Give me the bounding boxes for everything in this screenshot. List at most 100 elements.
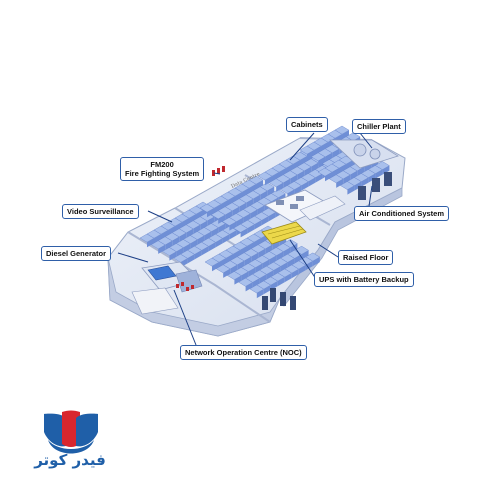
rack-side xyxy=(214,204,221,214)
rack-side xyxy=(312,257,320,267)
rack-side xyxy=(254,238,261,248)
rack-side xyxy=(208,242,216,252)
ups-battery-block xyxy=(261,221,307,245)
rack-side xyxy=(304,166,312,176)
rack-side xyxy=(318,156,326,166)
rack-side xyxy=(230,264,238,274)
label-cabinets: Cabinets xyxy=(286,117,328,132)
fm200-cylinders xyxy=(212,166,225,176)
rack-side xyxy=(233,250,240,260)
label-air-conditioned-system: Air Conditioned System xyxy=(354,206,450,221)
rack-side xyxy=(249,184,256,194)
rack-side xyxy=(300,156,307,166)
rack-side xyxy=(256,180,263,190)
rack-side xyxy=(241,271,249,281)
rack-side xyxy=(229,221,237,231)
label-fm200-line2: Fire Fighting System xyxy=(125,169,200,178)
rack-top xyxy=(271,189,286,198)
rack-side xyxy=(332,168,339,178)
leader-video-surveillance xyxy=(147,210,173,223)
rack-side xyxy=(165,240,173,250)
rack-side xyxy=(346,160,353,170)
rack-side xyxy=(286,164,293,174)
rack-side xyxy=(287,258,295,268)
rack-side xyxy=(272,172,279,182)
rack-side xyxy=(314,146,321,156)
label-air-conditioned-system-text: Air Conditioned System xyxy=(359,209,445,218)
rack-side xyxy=(176,247,184,257)
rack-side xyxy=(332,148,340,158)
noc-console-red xyxy=(176,282,194,291)
rack-side xyxy=(207,216,215,226)
leader-lines xyxy=(117,132,373,346)
rack-side xyxy=(307,150,314,160)
rack-side xyxy=(250,209,258,219)
rack-side xyxy=(301,181,309,191)
rack-side xyxy=(215,238,223,248)
rack-top xyxy=(305,252,321,262)
rack-side xyxy=(247,242,254,252)
rack-side xyxy=(175,222,182,232)
rack-side xyxy=(265,176,272,186)
rack-top xyxy=(375,161,390,170)
rack-side xyxy=(259,274,267,284)
rack-side xyxy=(321,142,328,152)
rack-side xyxy=(294,185,302,195)
label-ups-text: UPS with Battery Backup xyxy=(319,275,409,284)
rack-side xyxy=(293,160,300,170)
rack-side xyxy=(248,267,256,277)
label-cabinets-text: Cabinets xyxy=(291,120,323,129)
label-fm200-line1: FM200 xyxy=(150,160,174,169)
rack-side xyxy=(239,202,247,212)
rack-side xyxy=(375,169,383,179)
rack-side xyxy=(258,248,266,258)
rack-side xyxy=(211,227,219,237)
rack-side xyxy=(361,177,369,187)
rack-side xyxy=(189,214,196,224)
rack-side xyxy=(161,230,168,240)
rack-side xyxy=(297,170,305,180)
logo-right-petal xyxy=(76,413,98,447)
rack-side xyxy=(266,270,274,280)
label-diesel-generator-text: Diesel Generator xyxy=(46,249,107,258)
label-noc: Network Operation Centre (NOC) xyxy=(180,345,307,360)
rack-side xyxy=(229,230,237,240)
rack-side xyxy=(256,289,264,299)
rack-side xyxy=(273,266,281,276)
rack-side xyxy=(251,252,259,262)
rack-side xyxy=(221,200,228,210)
rack-side xyxy=(218,223,226,233)
rack-side xyxy=(315,173,323,183)
label-video-surveillance: Video Surveillance xyxy=(62,204,139,219)
rack-side xyxy=(276,251,284,261)
logo-left-petal xyxy=(44,413,66,447)
rack-side xyxy=(301,250,309,260)
rack-side xyxy=(280,262,288,272)
rack-side xyxy=(158,244,166,254)
label-fm200: FM200 Fire Fighting System xyxy=(120,157,205,181)
label-video-surveillance-text: Video Surveillance xyxy=(67,207,134,216)
rack-side xyxy=(183,243,191,253)
ac-units xyxy=(358,172,392,200)
server-towers xyxy=(262,288,296,310)
chiller-plant-room xyxy=(328,139,399,169)
rack-side xyxy=(232,206,240,216)
rack-side xyxy=(263,285,271,295)
rack-side xyxy=(276,182,284,192)
rack-side xyxy=(186,228,194,238)
rack-side xyxy=(268,212,276,222)
rack-side xyxy=(283,247,291,257)
rack-side xyxy=(244,256,252,266)
rack-side xyxy=(267,186,275,196)
rack-side xyxy=(190,239,198,249)
rack-side xyxy=(179,232,187,242)
rack-side xyxy=(242,188,249,198)
label-chiller-plant: Chiller Plant xyxy=(352,119,406,134)
rack-side xyxy=(228,196,235,206)
rack-side xyxy=(207,208,214,218)
rack-side xyxy=(212,262,219,272)
rack-side xyxy=(291,269,299,279)
noc-room xyxy=(131,261,203,315)
rack-side xyxy=(219,258,226,268)
